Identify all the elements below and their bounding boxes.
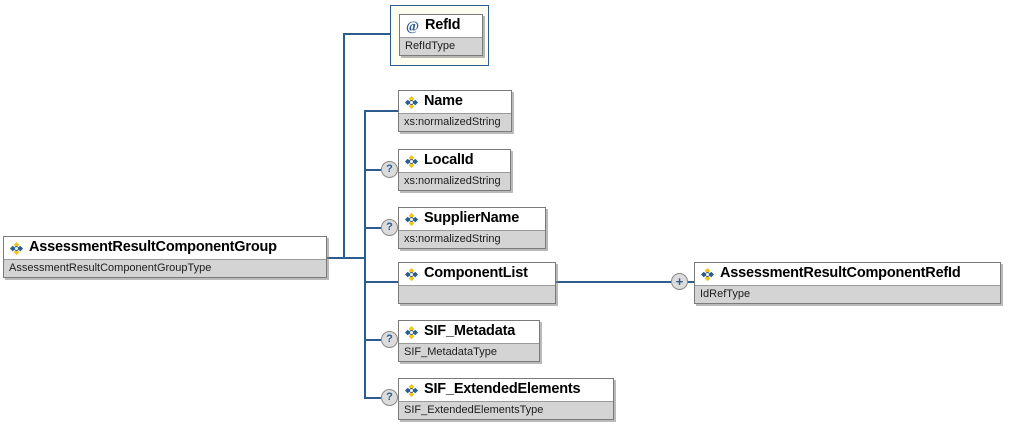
optional-marker-label: ? [386,391,393,403]
optional-marker-label: ? [386,221,393,233]
optional-marker-sifmetadata[interactable]: ? [381,331,398,348]
node-name-label: ComponentList [424,265,528,282]
node-title-row: Name [399,91,511,113]
node-assessmentresultcomponentgroup[interactable]: AssessmentResultComponentGroup Assessmen… [3,236,327,278]
connector-branch-sifextendedelements [364,397,381,399]
expander-label: + [675,274,684,289]
element-icon [404,267,419,282]
node-type-row: RefIdType [400,37,482,55]
node-name-label: SIF_ExtendedElements [424,381,581,398]
connector-elements-stub [343,257,366,259]
node-title-row: LocalId [399,150,510,172]
svg-text:@: @ [406,19,419,34]
node-type-label: xs:normalizedString [404,175,501,187]
node-type-row: xs:normalizedString [399,172,510,190]
node-type-label: xs:normalizedString [404,233,501,245]
node-name-label: SupplierName [424,210,520,227]
optional-marker-sifextendedelements[interactable]: ? [381,389,398,406]
element-icon [700,267,715,282]
connector-branch-name [364,110,398,112]
node-title-row: SIF_ExtendedElements [399,379,613,401]
node-type-label: SIF_ExtendedElementsType [404,404,544,416]
optional-marker-label: ? [386,333,393,345]
node-localid[interactable]: LocalId xs:normalizedString [398,149,511,191]
optional-marker-suppliername[interactable]: ? [381,219,398,236]
element-icon [404,212,419,227]
connector-componentlist-to-refid [556,281,671,283]
node-componentlist[interactable]: ComponentList [398,262,556,304]
connector-attribute-trunk [343,33,345,259]
node-assessmentresultcomponentrefid[interactable]: AssessmentResultComponentRefId IdRefType [694,262,1001,304]
node-title-row: ComponentList [399,263,555,285]
node-type-label: IdRefType [700,288,751,300]
node-name[interactable]: Name xs:normalizedString [398,90,512,132]
node-name-label: AssessmentResultComponentGroup [29,239,277,256]
connector-attribute-branch-refid [343,33,390,35]
node-type-row [399,285,555,303]
connector-expander-to-refid [687,281,695,283]
node-type-row: SIF_ExtendedElementsType [399,401,613,419]
element-icon [9,241,24,256]
attribute-icon: @ [405,19,420,34]
node-name-label: RefId [425,17,461,34]
node-type-label: SIF_MetadataType [404,346,497,358]
node-type-label: xs:normalizedString [404,116,501,128]
node-suppliername[interactable]: SupplierName xs:normalizedString [398,207,546,249]
node-title-row: @ RefId [400,15,482,37]
node-name-label: Name [424,93,463,110]
connector-branch-componentlist [364,281,398,283]
connector-branch-sifmetadata [364,339,381,341]
node-name-label: AssessmentResultComponentRefId [720,265,961,282]
node-type-row: xs:normalizedString [399,230,545,248]
node-sifextendedelements[interactable]: SIF_ExtendedElements SIF_ExtendedElement… [398,378,614,420]
node-title-row: SIF_Metadata [399,321,539,343]
optional-marker-label: ? [386,163,393,175]
connector-branch-suppliername [364,227,381,229]
node-type-row: IdRefType [695,285,1000,303]
expander-componentlist[interactable]: + [671,273,688,290]
node-type-row: SIF_MetadataType [399,343,539,361]
node-type-row: xs:normalizedString [399,113,511,131]
connector-elements-trunk [364,110,366,398]
optional-marker-localid[interactable]: ? [381,161,398,178]
element-icon [404,383,419,398]
node-sifmetadata[interactable]: SIF_Metadata SIF_MetadataType [398,320,540,362]
connector-root-stub [327,257,344,259]
connector-branch-localid [364,169,381,171]
node-name-label: SIF_Metadata [424,323,516,340]
node-title-row: AssessmentResultComponentGroup [4,237,326,259]
node-refid[interactable]: @ RefId RefIdType [399,14,483,56]
element-icon [404,154,419,169]
node-title-row: SupplierName [399,208,545,230]
element-icon [404,325,419,340]
node-title-row: AssessmentResultComponentRefId [695,263,1000,285]
node-type-label: RefIdType [405,40,456,52]
node-type-label: AssessmentResultComponentGroupType [9,262,212,274]
node-type-row: AssessmentResultComponentGroupType [4,259,326,277]
element-icon [404,95,419,110]
node-name-label: LocalId [424,152,474,169]
